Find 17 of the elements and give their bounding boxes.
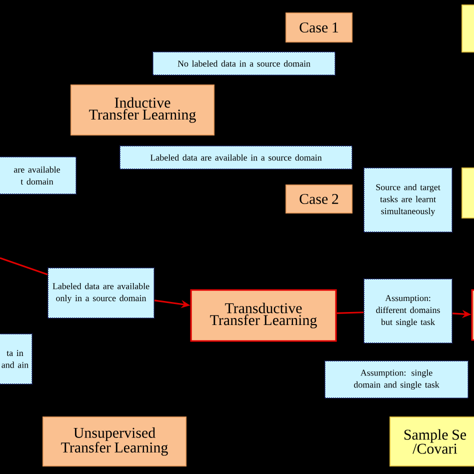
condition-box: Source and target tasks are learnt simultaneously bbox=[364, 168, 452, 232]
category-box bbox=[471, 289, 474, 341]
condition-box: are available t domain bbox=[0, 156, 76, 194]
category-box: Transductive Transfer Learning bbox=[190, 289, 337, 342]
setting-box bbox=[462, 168, 474, 218]
setting-box: Sample Se /Covari bbox=[390, 416, 474, 466]
condition-box: ta in and ain bbox=[0, 334, 32, 384]
condition-box: Labeled data are available in a source domain bbox=[120, 146, 352, 170]
category-box: Unsupervised Transfer Learning bbox=[42, 416, 186, 466]
category-box: Case 2 bbox=[286, 184, 352, 214]
condition-box: Labeled data are available only in a source domain bbox=[48, 268, 154, 318]
condition-box: Assumption: different domains but single task bbox=[364, 278, 452, 344]
condition-box: Assumption: single domain and single task bbox=[324, 360, 468, 398]
setting-box bbox=[462, 4, 474, 52]
category-box: Case 1 bbox=[286, 12, 352, 42]
condition-box: No labeled data in a source domain bbox=[152, 52, 336, 76]
category-box: Inductive Transfer Learning bbox=[70, 84, 214, 136]
